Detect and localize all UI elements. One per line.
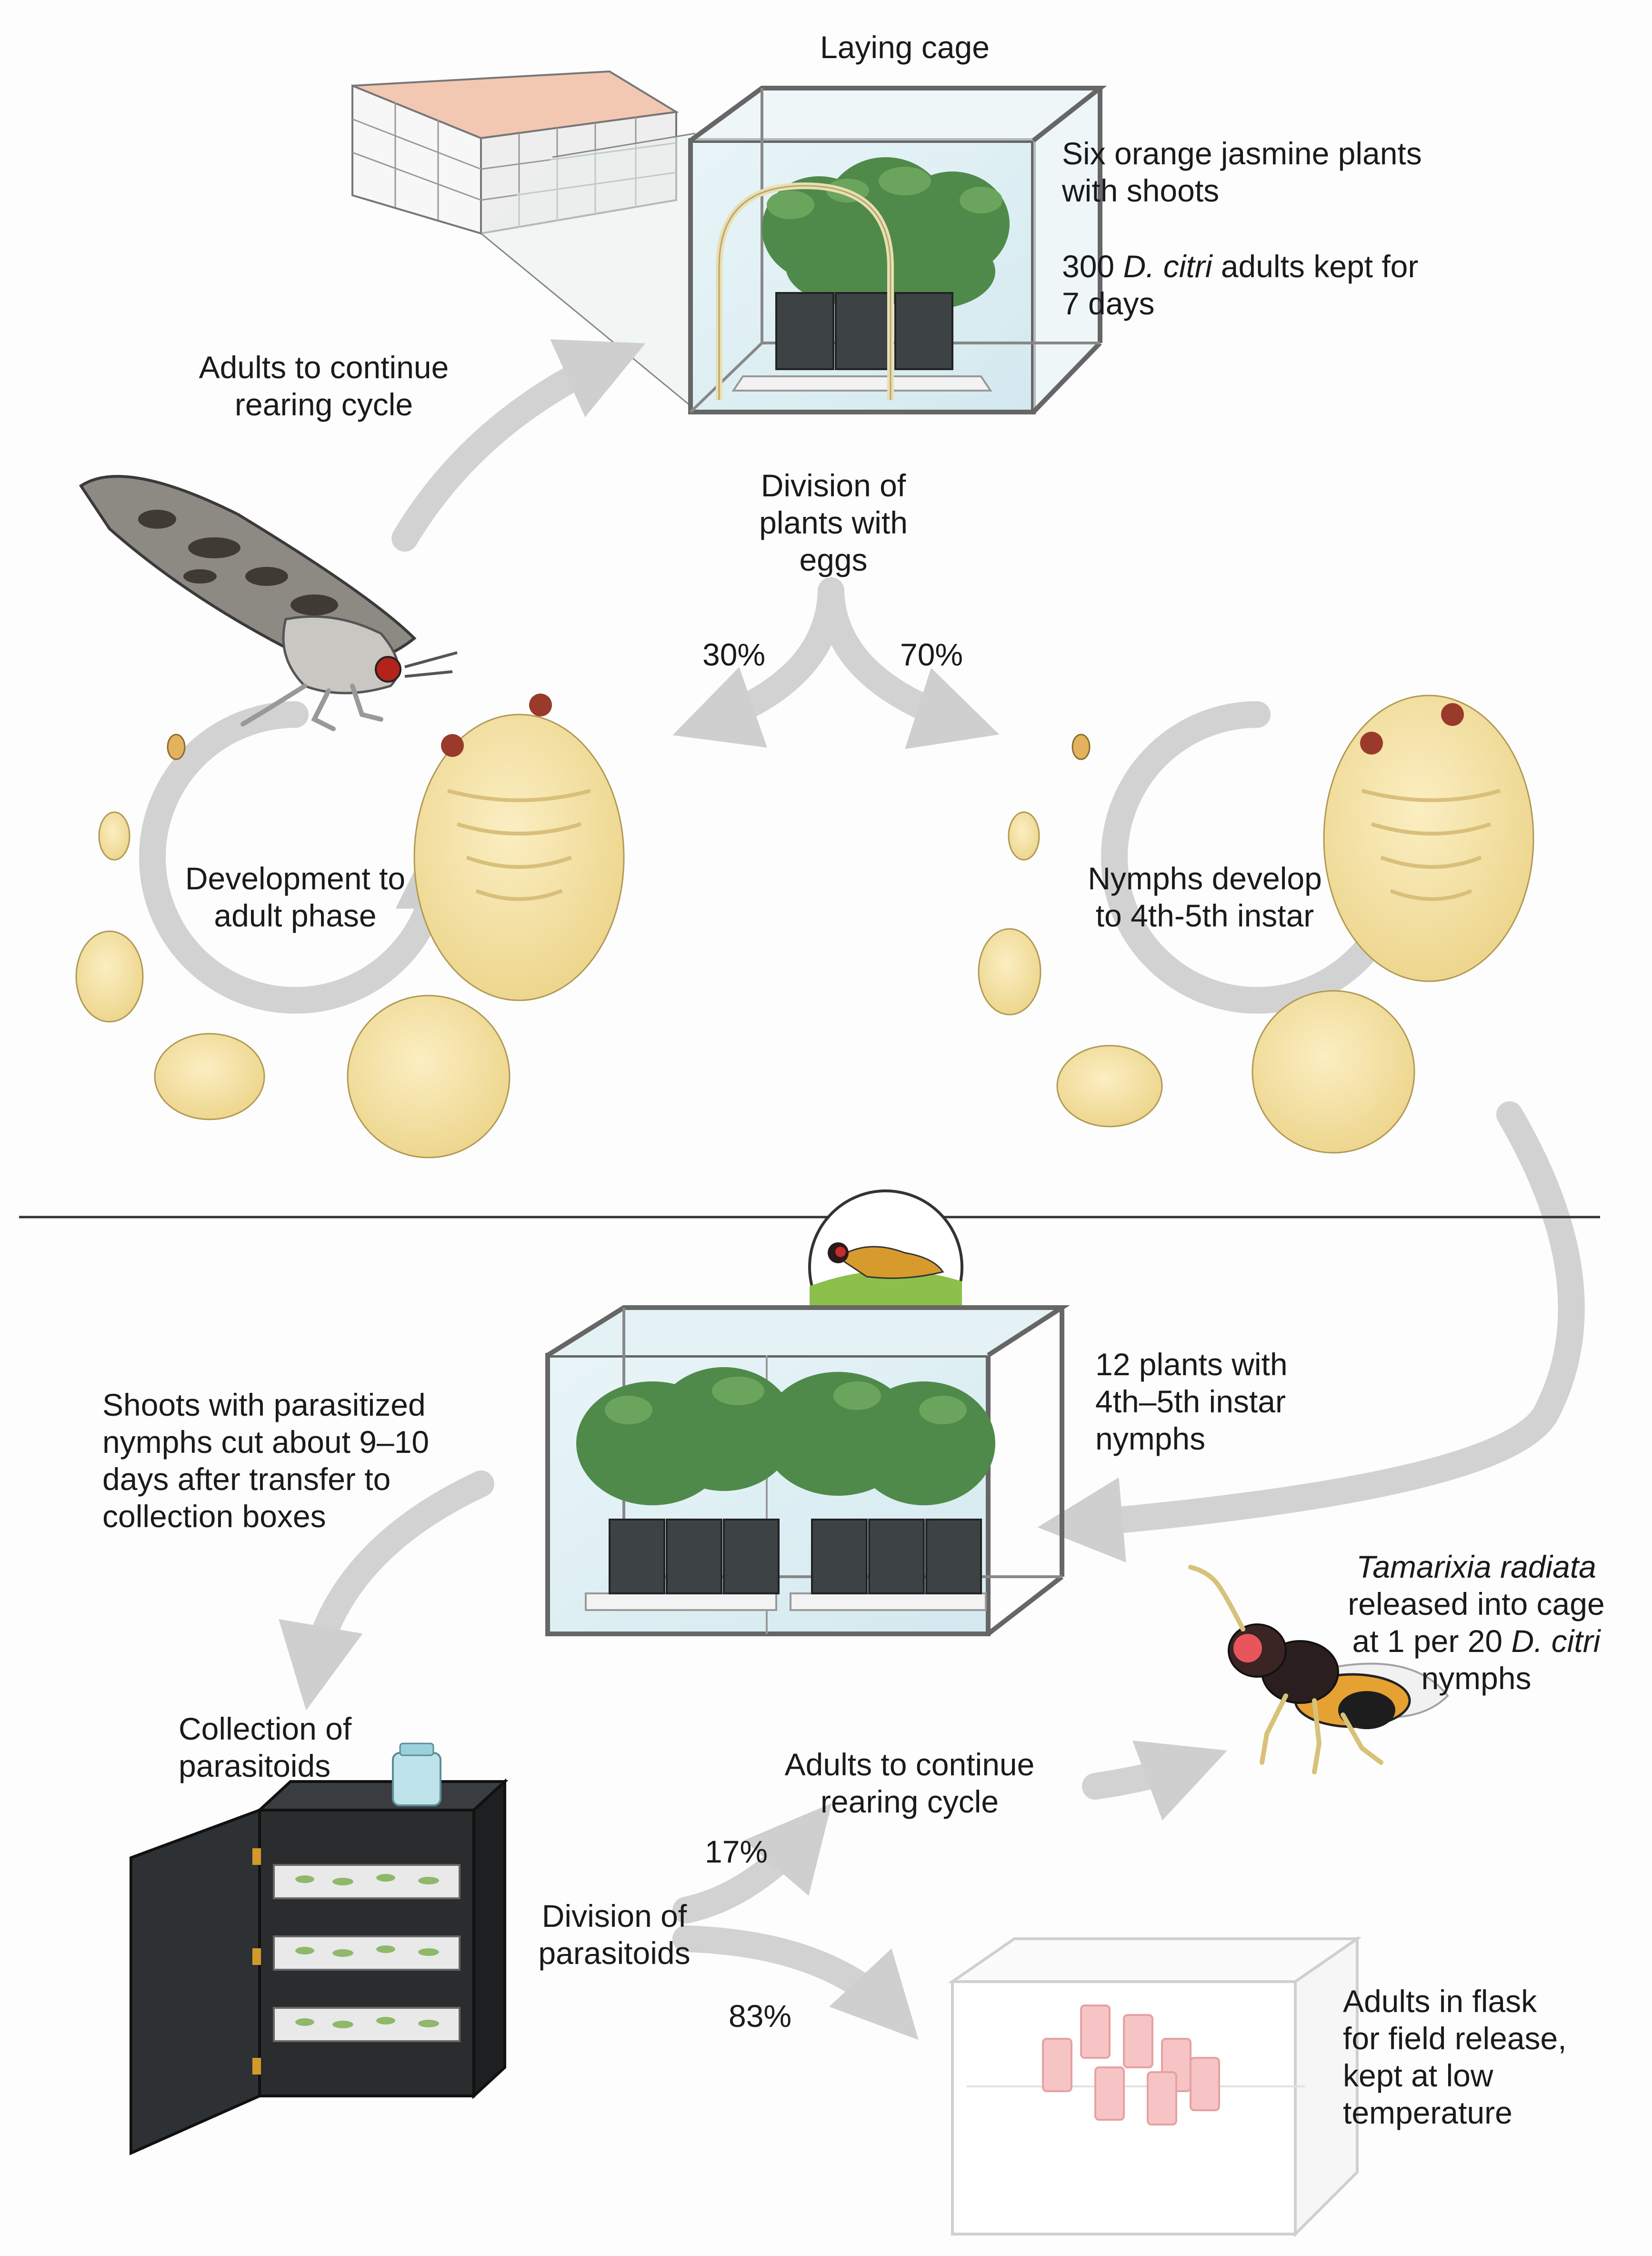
percent-70: 70% xyxy=(900,637,963,672)
nymph-right-3rd xyxy=(1056,1045,1163,1128)
percent-17: 17% xyxy=(705,1834,768,1869)
adults-count: 300 xyxy=(1062,249,1115,284)
adults-continue-top-line1: Adults to continue xyxy=(199,350,449,385)
tamarixia-line2: released into cage xyxy=(1348,1586,1605,1622)
nymph-left-1st xyxy=(98,811,130,861)
arrow-division-70 xyxy=(818,577,1000,749)
psyllid-adult-illustration xyxy=(79,475,458,731)
arrow-division-83 xyxy=(672,1925,919,2040)
cycle-arrow-left xyxy=(139,701,481,1014)
nymph-right-2nd xyxy=(978,928,1041,1016)
cycle-arrow-right xyxy=(1101,701,1443,1014)
tamarixia-wasp-illustration xyxy=(1188,1565,1449,1774)
flask-line1: Adults in flask xyxy=(1343,1984,1537,2019)
nymph-right-1st xyxy=(1008,811,1040,861)
nymphs-develop-line2: to 4th-5th instar xyxy=(1095,898,1314,933)
nymph-left-3rd xyxy=(154,1033,265,1120)
flask-line4: temperature xyxy=(1343,2095,1512,2130)
plants-description-line2: with shoots xyxy=(1062,173,1220,208)
nymph-right-4th xyxy=(1252,990,1415,1154)
nymphs-right xyxy=(978,695,1534,1154)
collection-cabinet-illustration xyxy=(130,1742,509,2155)
shoots-line4: collection boxes xyxy=(102,1499,326,1534)
nymphs-left xyxy=(75,694,625,1158)
cage-plants-line3: nymphs xyxy=(1095,1421,1206,1456)
adults-description-line2: 7 days xyxy=(1062,286,1155,321)
arrow-adults-continue-bottom xyxy=(1082,1740,1228,1821)
nymph-left-4th xyxy=(347,995,511,1158)
percent-83: 83% xyxy=(729,1998,792,2034)
arrow-shoots-to-collection xyxy=(279,1470,494,1711)
arrow-division-17 xyxy=(672,1803,832,1924)
adults-continue-bottom-line2: rearing cycle xyxy=(820,1784,999,1819)
arrow-nymphs-to-cage xyxy=(1037,1101,1585,1563)
species-d-citri-2: D. citri xyxy=(1511,1623,1601,1659)
development-line1: Development to xyxy=(185,861,406,896)
laying-cage-title: Laying cage xyxy=(820,30,990,65)
egg-left xyxy=(167,734,186,760)
shoots-line1: Shoots with parasitized xyxy=(102,1387,426,1422)
species-d-citri: D. citri xyxy=(1123,249,1212,284)
flask-line3: kept at low xyxy=(1343,2058,1493,2093)
tamarixia-line4: nymphs xyxy=(1421,1661,1532,1696)
release-rate-text: at 1 per 20 xyxy=(1352,1623,1503,1659)
tamarixia-line3: at 1 per 20 D. citri xyxy=(1324,1622,1629,1660)
cage-plants-line1: 12 plants with xyxy=(1095,1347,1288,1382)
egg-right xyxy=(1071,734,1091,760)
division-eggs-line1: Division of xyxy=(761,468,906,503)
nymph-right-5th xyxy=(1323,695,1534,982)
flask-line2: for field release, xyxy=(1343,2021,1567,2056)
adults-continue-top-line2: rearing cycle xyxy=(234,387,413,422)
shoots-line2: nymphs cut about 9–10 xyxy=(102,1424,430,1460)
cabinet-door xyxy=(130,1808,261,2155)
cage-plants-line2: 4th–5th instar xyxy=(1095,1384,1286,1419)
shoots-line3: days after transfer to xyxy=(102,1461,391,1497)
nymph-left-5th xyxy=(413,714,625,1001)
adults-description-line1: 300 D. citri adults kept for xyxy=(1062,248,1418,285)
collection-line1: Collection of xyxy=(179,1711,352,1746)
collection-line2: parasitoids xyxy=(179,1748,331,1783)
tamarixia-line1: Tamarixia radiata xyxy=(1324,1548,1629,1585)
division-parasitoids-line1: Division of xyxy=(541,1898,687,1934)
laying-cage-illustration xyxy=(688,86,1107,414)
nymphs-develop-line1: Nymphs develop xyxy=(1088,861,1322,896)
release-box-illustration xyxy=(948,1936,1362,2238)
development-line2: adult phase xyxy=(214,898,377,933)
arrow-adults-continue xyxy=(391,339,646,552)
adults-continue-bottom-line1: Adults to continue xyxy=(784,1747,1035,1782)
adults-kept-text: adults kept for xyxy=(1221,249,1419,284)
division-parasitoids-line2: parasitoids xyxy=(538,1935,691,1971)
plants-description-line1: Six orange jasmine plants xyxy=(1062,136,1422,171)
division-eggs-line3: eggs xyxy=(799,542,868,577)
nymph-left-2nd xyxy=(75,930,144,1023)
percent-30: 30% xyxy=(702,637,766,672)
species-tamarixia: Tamarixia radiata xyxy=(1356,1549,1596,1584)
rearing-cage-illustration xyxy=(545,1305,1070,1636)
division-eggs-line2: plants with xyxy=(759,505,908,540)
